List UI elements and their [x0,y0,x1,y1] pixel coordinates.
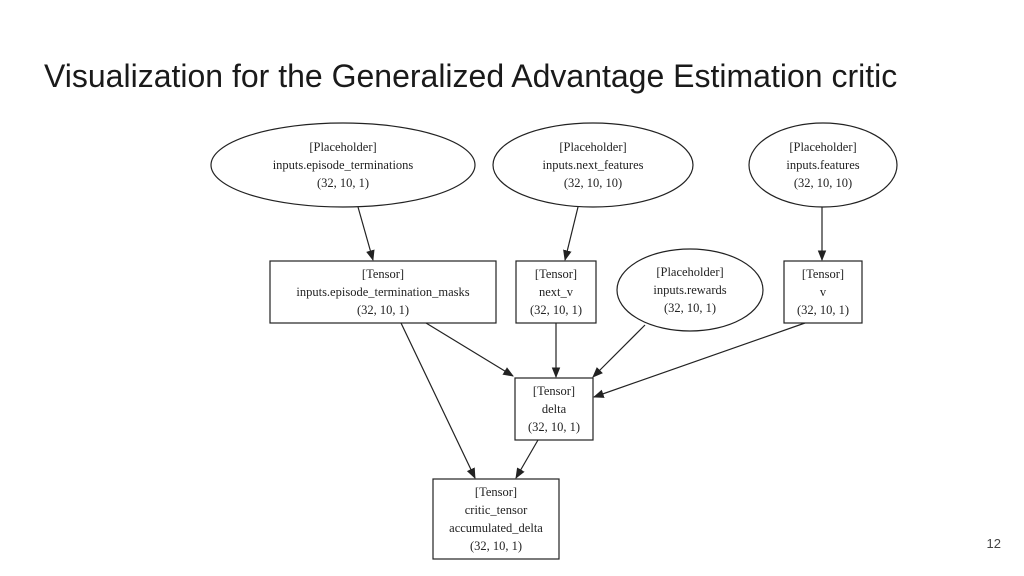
node-label-line: inputs.next_features [542,158,643,172]
node-label-line: (32, 10, 1) [528,420,580,434]
node-features: [Placeholder] inputs.features (32, 10, 10) [748,122,898,208]
node-box [432,478,560,560]
edge-termination-masks-to-delta [425,322,514,377]
node-label-line: [Placeholder] [789,140,856,154]
node-box [783,260,863,324]
node-label-line: (32, 10, 1) [530,303,582,317]
node-box [269,260,497,324]
node-label-line: [Placeholder] [309,140,376,154]
node-label-line: v [820,285,827,299]
node-label-line: inputs.features [786,158,859,172]
edge-rewards-to-delta [592,324,646,378]
node-ellipse [210,122,476,208]
node-critic-tensor: [Tensor] critic_tensor accumulated_delta (3… [432,478,560,560]
node-termination-masks: [Tensor] inputs.episode_termination_masks… [269,260,497,324]
node-delta: [Tensor] delta (32, 10, 1) [514,377,594,441]
node-label-line: (32, 10, 10) [794,176,852,190]
node-label-line: [Placeholder] [656,265,723,279]
node-rewards: [Placeholder] inputs.rewards (32, 10, 1) [616,248,764,332]
node-label-line: (32, 10, 1) [664,301,716,315]
node-v: [Tensor] v (32, 10, 1) [783,260,863,324]
node-label-line: (32, 10, 10) [564,176,622,190]
node-label-line: inputs.episode_termination_masks [296,285,469,299]
node-label-line: [Tensor] [802,267,844,281]
edge-delta-to-critic-tensor [515,439,539,479]
node-ellipse [492,122,694,208]
edge-v-to-delta [592,322,806,398]
edge-episode-terminations-to-termination-masks [357,206,375,262]
node-ellipse [748,122,898,208]
node-box [514,377,594,441]
node-label-line: critic_tensor [465,503,528,517]
node-label-line: (32, 10, 1) [317,176,369,190]
node-label-line: [Placeholder] [559,140,626,154]
node-box [515,260,597,324]
node-label-line: inputs.episode_terminations [273,158,414,172]
node-label-line: (32, 10, 1) [797,303,849,317]
page-number: 12 [986,536,1001,551]
node-episode-terminations: [Placeholder] inputs.episode_terminations… [210,122,476,208]
node-label-line: [Tensor] [475,485,517,499]
node-label-line: (32, 10, 1) [470,539,522,553]
node-next-features: [Placeholder] inputs.next_features (32, 10… [492,122,694,208]
node-label-line: next_v [539,285,574,299]
node-label-line: (32, 10, 1) [357,303,409,317]
edge-next-features-to-next-v [563,206,579,262]
node-label-line: [Tensor] [533,384,575,398]
node-label-line: inputs.rewards [653,283,726,297]
node-label-line: [Tensor] [362,267,404,281]
node-next-v: [Tensor] next_v (32, 10, 1) [515,260,597,324]
node-ellipse [616,248,764,332]
slide-title: Visualization for the Generalized Advant… [44,58,898,94]
edge-termination-masks-to-critic-tensor [400,322,476,479]
node-label-line: [Tensor] [535,267,577,281]
node-label-line: accumulated_delta [449,521,543,535]
node-label-line: delta [542,402,567,416]
